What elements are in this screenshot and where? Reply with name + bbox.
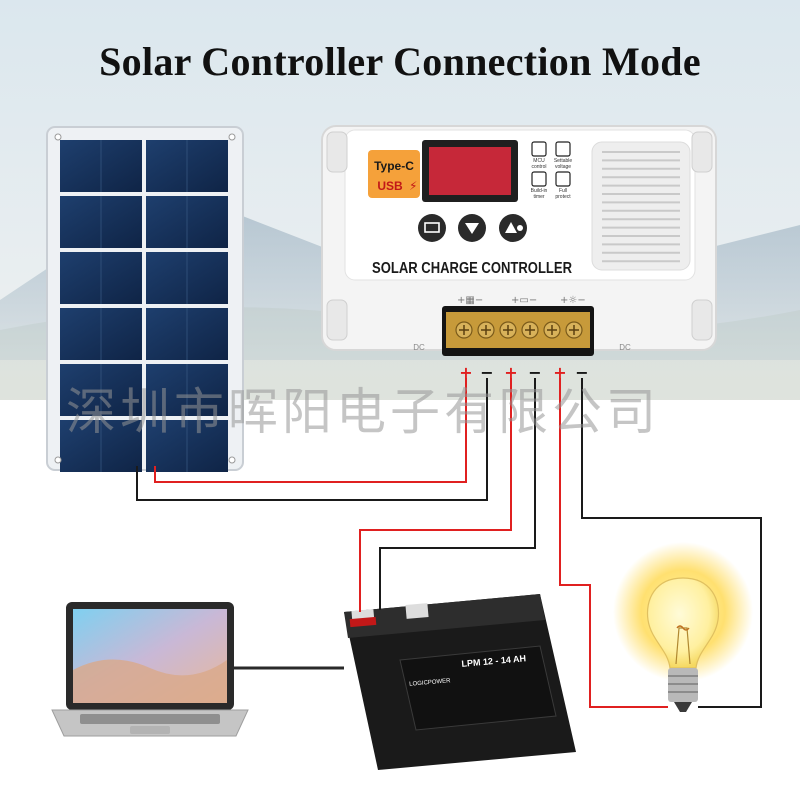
dc-label-right: DC — [619, 343, 631, 352]
laptop-keyboard — [80, 714, 220, 724]
battery-terminal-negative — [405, 603, 429, 619]
down-arrow-icon — [465, 223, 479, 234]
load-negative-wire — [581, 378, 762, 708]
battery: LPM 12 - 14 AH LOGICPOWER — [344, 594, 576, 770]
chip-icon — [531, 141, 547, 157]
feature-label-line2: protect — [555, 194, 571, 200]
dc-label-left: DC — [413, 343, 425, 352]
light-dot-icon — [517, 225, 523, 231]
panel-hole — [54, 456, 62, 464]
feature-label-line2: voltage — [555, 164, 571, 170]
clock-icon — [531, 171, 547, 187]
up-light-icon — [505, 222, 517, 233]
usb-badge-line1: Type-C — [374, 159, 414, 173]
mount-ear-left-bottom — [326, 299, 348, 341]
feature-label-line1: Full — [559, 188, 567, 194]
battery-icon — [424, 222, 440, 233]
battery-label-band — [399, 645, 557, 731]
positive-terminal-symbol: + — [459, 363, 472, 382]
usb-badge — [368, 150, 420, 198]
battery-negative-wire — [379, 378, 536, 610]
feature-label-line1: Settable — [554, 158, 573, 164]
solar-panel — [46, 126, 244, 472]
light-bulb — [613, 542, 753, 712]
lcd-display — [429, 147, 511, 195]
page-title: Solar Controller Connection Mode — [99, 39, 701, 84]
panel-hole — [54, 133, 62, 141]
battery-legend: +▭− — [511, 295, 537, 306]
lock-icon — [555, 171, 571, 187]
positive-terminal-symbol: + — [553, 363, 566, 382]
terminal-legend: +▦− +▭− +☼− — [457, 295, 586, 306]
battery-terminal-positive-cap — [349, 616, 377, 628]
feature-label-line2: timer — [533, 194, 544, 200]
bulb-tip — [674, 702, 692, 712]
mount-ear-left — [326, 131, 348, 173]
usb-badge-line2: USB — [377, 179, 403, 193]
lightning-icon: ⚡ — [409, 179, 417, 193]
load-legend: +☼− — [560, 295, 586, 306]
feature-label-line1: Build-in — [531, 188, 548, 194]
menu-button[interactable] — [418, 214, 446, 242]
feature-label-line2: control — [531, 164, 546, 170]
panel-hole — [228, 456, 236, 464]
panel-legend: +▦− — [457, 295, 483, 306]
gear-icon — [555, 141, 571, 157]
negative-terminal-symbol: − — [528, 363, 541, 382]
battery-positive-wire — [359, 378, 512, 612]
button-row — [418, 214, 527, 242]
panel-hole — [228, 133, 236, 141]
negative-terminal-symbol: − — [480, 363, 493, 382]
feature-label-line1: MCU — [533, 158, 545, 164]
panel-negative-wire — [136, 378, 488, 501]
watermark-text: 深圳市晖阳电子有限公司 — [66, 383, 660, 441]
laptop-trackpad — [130, 726, 170, 734]
positive-terminal-symbol: + — [504, 363, 517, 382]
battery-brand-label: LOGICPOWER — [409, 678, 451, 688]
bulb-filament-coil — [676, 625, 690, 631]
mount-ear-right — [691, 131, 713, 173]
mount-ear-right-bottom — [691, 299, 713, 341]
laptop-dunes — [73, 659, 227, 703]
speaker-grille — [591, 141, 691, 271]
terminal-block — [442, 306, 594, 356]
panel-positive-wire — [154, 378, 467, 483]
bulb-base-threads — [668, 675, 698, 693]
controller-name-label: SOLAR CHARGE CONTROLLER — [372, 260, 572, 277]
negative-terminal-symbol: − — [575, 363, 588, 382]
wiring — [136, 378, 762, 708]
load-positive-wire — [559, 378, 668, 708]
laptop — [51, 602, 249, 737]
